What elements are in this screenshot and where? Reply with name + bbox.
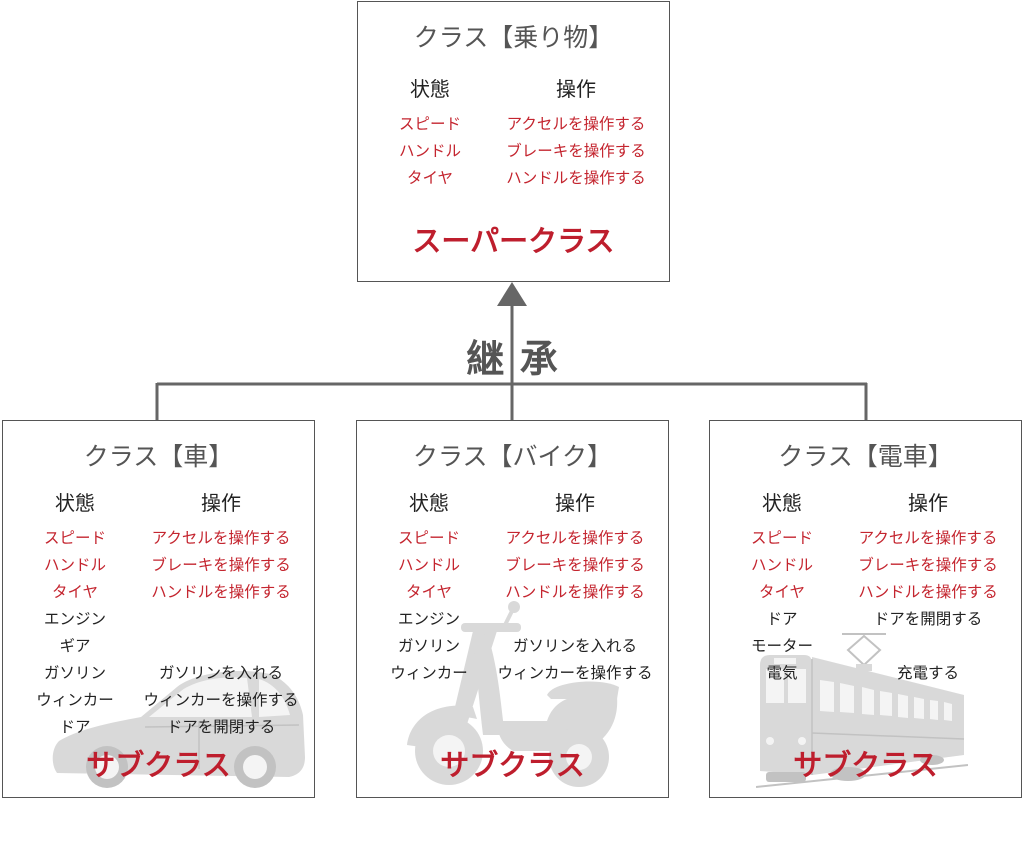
state-column-header: 状態 <box>762 493 802 515</box>
state-item: ウィンカー <box>390 665 468 682</box>
class-title: クラス【乗り物】 <box>413 24 614 52</box>
state-item: ハンドル <box>398 143 461 160</box>
operation-item: アクセルを操作する <box>151 530 291 547</box>
own-member-row: ギア <box>3 633 314 660</box>
common-member-row: タイヤ ハンドルを操作する <box>357 579 668 606</box>
operation-item: ブレーキを操作する <box>506 143 646 160</box>
state-item: ドア <box>59 719 91 736</box>
operation-item: ウィンカーを操作する <box>143 692 299 709</box>
operation-item: アクセルを操作する <box>505 530 645 547</box>
state-item: ガソリン <box>397 638 460 655</box>
own-member-row: ガソリン ガソリンを入れる <box>357 633 668 660</box>
member-list: スピード アクセルを操作するハンドル ブレーキを操作するタイヤ ハンドルを操作するエン… <box>3 525 314 741</box>
common-member-row: ハンドル ブレーキを操作する <box>3 552 314 579</box>
operation-item: ドアを開閉する <box>873 611 983 628</box>
state-item: スピード <box>398 116 461 133</box>
state-item: ハンドル <box>750 557 813 574</box>
state-item: ハンドル <box>43 557 106 574</box>
operation-item: ブレーキを操作する <box>151 557 291 574</box>
superclass-label: スーパークラス <box>412 226 615 258</box>
state-item: ガソリン <box>43 665 106 682</box>
own-member-row: エンジン <box>3 606 314 633</box>
inheritance-label: 継 承 <box>466 339 558 381</box>
state-item: モーター <box>750 638 813 655</box>
state-item: タイヤ <box>405 584 453 601</box>
state-item: タイヤ <box>406 170 454 187</box>
subclass-box-bike: クラス【バイク】 状態 操作 スピード アクセルを操作するハンドル ブレーキを操作す… <box>356 420 669 798</box>
common-member-row: スピード アクセルを操作する <box>357 525 668 552</box>
operation-column-header: 操作 <box>201 493 241 515</box>
state-item: スピード <box>43 530 106 547</box>
operation-item: ガソリンを入れる <box>158 665 283 682</box>
operation-column-header: 操作 <box>555 493 595 515</box>
car-silhouette <box>52 671 306 788</box>
superclass-box: クラス【乗り物】 状態 操作 スピード アクセルを操作するハンドル ブレーキを操作す… <box>357 1 670 282</box>
operation-item: ウィンカーを操作する <box>497 665 653 682</box>
own-member-row: ガソリン ガソリンを入れる <box>3 660 314 687</box>
common-member-row: ハンドル ブレーキを操作する <box>710 552 1021 579</box>
operation-column-header: 操作 <box>556 79 596 101</box>
own-member-row: 電気 充電する <box>710 660 1021 687</box>
operation-item: ブレーキを操作する <box>505 557 645 574</box>
own-member-row: ドア ドアを開閉する <box>3 714 314 741</box>
operation-column-header: 操作 <box>908 493 948 515</box>
operation-item: 充電する <box>896 665 959 682</box>
own-member-row: エンジン <box>357 606 668 633</box>
common-member-row: ハンドル ブレーキを操作する <box>358 138 669 165</box>
class-title: クラス【電車】 <box>778 443 953 471</box>
class-title: クラス【車】 <box>83 443 234 471</box>
subclass-label: サブクラス <box>440 750 585 782</box>
subclass-box-car: クラス【車】 状態 操作 スピード アクセルを操作するハンドル ブレーキを操作するタ… <box>2 420 315 798</box>
subclass-box-train: クラス【電車】 状態 操作 スピード アクセルを操作するハンドル ブレーキを操作する… <box>709 420 1022 798</box>
operation-item: ハンドルを操作する <box>151 584 291 601</box>
scooter-silhouette <box>407 601 619 787</box>
operation-item: ガソリンを入れる <box>512 638 637 655</box>
own-member-row: ウィンカー ウィンカーを操作する <box>3 687 314 714</box>
state-item: ウィンカー <box>36 692 114 709</box>
operation-item: アクセルを操作する <box>858 530 998 547</box>
common-member-row: タイヤ ハンドルを操作する <box>358 165 669 192</box>
state-column-header: 状態 <box>55 493 95 515</box>
common-member-row: スピード アクセルを操作する <box>3 525 314 552</box>
inheritance-arrowhead <box>497 282 527 306</box>
common-member-row: ハンドル ブレーキを操作する <box>357 552 668 579</box>
own-member-row: ドア ドアを開閉する <box>710 606 1021 633</box>
member-list: スピード アクセルを操作するハンドル ブレーキを操作するタイヤ ハンドルを操作するエン… <box>357 525 668 687</box>
operation-item: ハンドルを操作する <box>858 584 998 601</box>
subclass-label: サブクラス <box>86 750 231 782</box>
common-member-row: スピード アクセルを操作する <box>358 111 669 138</box>
member-list: スピードアクセルを操作するハンドルブレーキを操作するタイヤハンドルを操作するドア… <box>710 525 1021 687</box>
state-item: タイヤ <box>51 584 99 601</box>
state-item: スピード <box>397 530 460 547</box>
operation-item: ハンドルを操作する <box>506 170 646 187</box>
common-member-row: タイヤ ハンドルを操作する <box>3 579 314 606</box>
train-silhouette <box>756 633 968 788</box>
own-member-row: モーター <box>710 633 1021 660</box>
member-list: スピード アクセルを操作するハンドル ブレーキを操作するタイヤ ハンドルを操作する <box>358 111 669 192</box>
operation-item: ドアを開閉する <box>166 719 276 736</box>
own-member-row: ウィンカー ウィンカーを操作する <box>357 660 668 687</box>
state-column-header: 状態 <box>410 79 450 101</box>
state-item: スピード <box>750 530 813 547</box>
common-member-row: タイヤ ハンドルを操作する <box>710 579 1021 606</box>
operation-item: アクセルを操作する <box>506 116 646 133</box>
operation-item: ブレーキを操作する <box>858 557 998 574</box>
state-item: ドア <box>766 611 798 628</box>
state-item: エンジン <box>397 611 460 628</box>
subclass-label: サブクラス <box>793 750 938 782</box>
state-item: タイヤ <box>758 584 806 601</box>
state-item: エンジン <box>43 611 106 628</box>
common-member-row: スピード アクセルを操作する <box>710 525 1021 552</box>
state-column-header: 状態 <box>409 493 449 515</box>
state-item: ハンドル <box>397 557 460 574</box>
operation-item: ハンドルを操作する <box>505 584 645 601</box>
class-title: クラス【バイク】 <box>412 443 612 471</box>
state-item: 電気 <box>766 665 798 682</box>
state-item: ギア <box>59 638 91 655</box>
